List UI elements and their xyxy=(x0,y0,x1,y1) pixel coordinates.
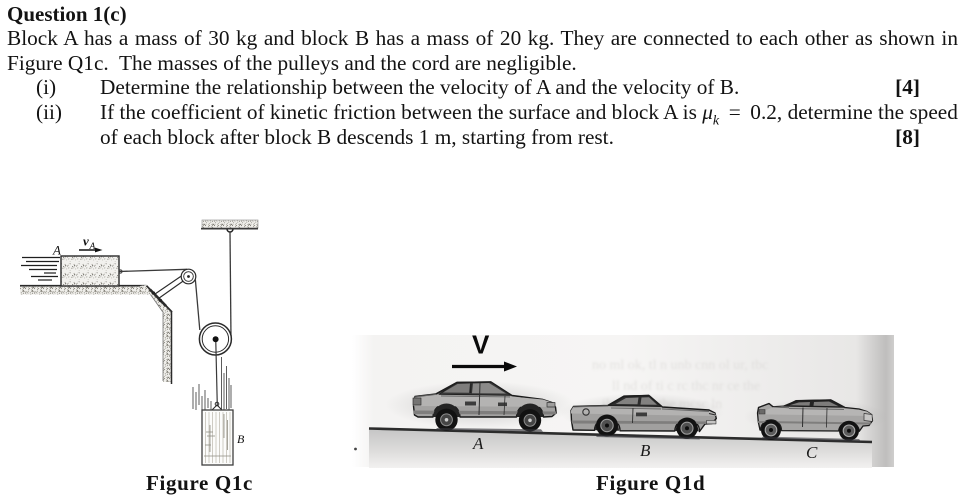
svg-text:A: A xyxy=(52,243,61,258)
svg-text:A: A xyxy=(472,434,484,453)
svg-text:C: C xyxy=(806,443,818,462)
svg-text:v: v xyxy=(83,234,89,249)
svg-text:B: B xyxy=(237,432,245,446)
svg-text:V: V xyxy=(472,330,490,360)
svg-text:ll nd of ti c rc thc nr: ll nd of ti c rc thc nr ce the xyxy=(612,379,760,394)
svg-text:no ml ok, tl n unb cnn ol: no ml ok, tl n unb cnn ol ur, tbc xyxy=(592,358,768,373)
svg-text:B: B xyxy=(640,441,651,460)
svg-text:A: A xyxy=(89,242,96,252)
